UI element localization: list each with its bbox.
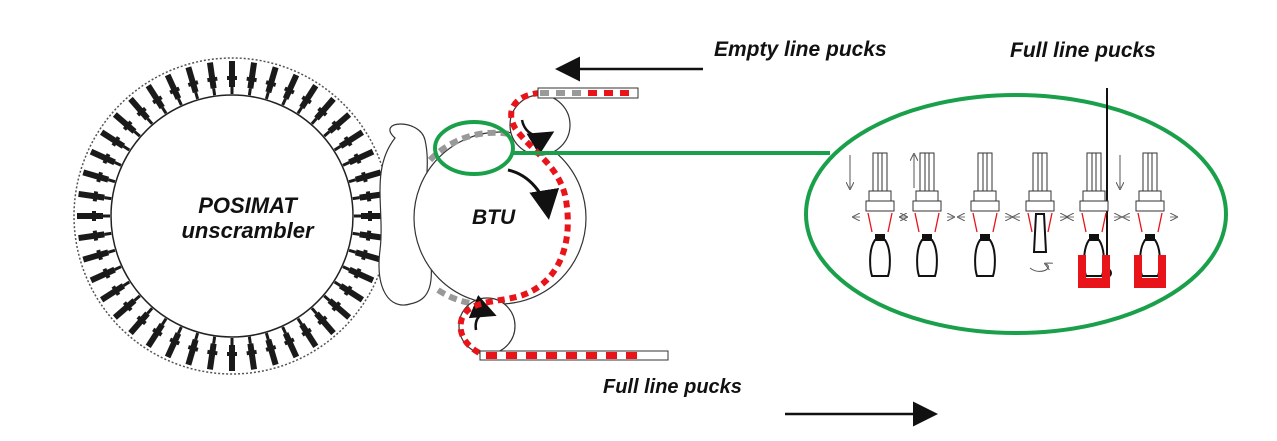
full-line-pucks-label-top: Full line pucks [1010,39,1156,62]
detail-step-3 [959,152,1011,277]
puck [486,352,497,359]
wheel-pocket [264,332,279,366]
posimat-label-line2: unscrambler [181,218,314,243]
wheel-pocket [112,112,141,138]
wheel-pocket [206,336,218,370]
puck [588,90,597,96]
wheel-pocket [333,280,365,303]
wheel-pocket [342,265,375,284]
wheel-pocket [342,148,375,167]
lower-transfer-wheel [458,294,516,355]
wheel-pocket [246,336,258,370]
red-puck-path [457,90,571,359]
wheel-pocket [164,73,183,106]
wheel-pocket [145,317,168,349]
wheel-pocket [310,307,336,336]
wheel-pocket [145,83,168,115]
puck [546,352,557,359]
upper-transfer-wheel [509,94,571,156]
full-line-conveyor [479,350,669,361]
puck [586,352,597,359]
wheel-pocket [323,112,352,138]
puck [606,352,617,359]
wheel-pocket [227,61,237,94]
detail-step-4 [1014,152,1066,272]
wheel-pocket [128,307,154,336]
full-line-pucks-label-bottom: Full line pucks [603,376,742,398]
wheel-pocket [82,169,116,184]
puck [620,90,629,96]
empty-line-conveyor [537,87,639,99]
detail-step-5 [1068,152,1120,288]
transfer-connector [378,123,433,306]
puck [604,90,613,96]
empty-line-pucks-label: Empty line pucks [714,38,887,61]
wheel-pocket [206,62,218,96]
wheel-pocket [310,96,336,125]
wheel-pocket [227,338,237,371]
wheel-pocket [78,230,112,242]
wheel-pocket [78,190,112,202]
btu-label: BTU [472,206,516,229]
wheel-pocket [164,326,183,359]
posimat-wheel [73,57,391,375]
puck [566,352,577,359]
wheel-pocket [333,129,365,152]
btu-rotation-arrow [507,168,560,220]
wheel-pocket [99,280,131,303]
wheel-pocket [296,83,319,115]
wheel-pocket [185,66,200,100]
puck [572,90,581,96]
wheel-pocket [89,265,122,284]
wheel-pocket [82,248,116,263]
wheel-pocket [99,129,131,152]
wheel-pocket [128,96,154,125]
detail-steps [850,152,1176,288]
detail-step-6 [1120,152,1176,288]
detail-step-2 [901,152,953,277]
wheel-pocket [112,294,141,320]
wheel-pocket [281,73,300,106]
puck [526,352,537,359]
wheel-pocket [77,211,110,221]
wheel-pocket [352,190,386,202]
wheel-pocket [296,317,319,349]
puck [626,352,637,359]
wheel-pocket [89,148,122,167]
wheel-pocket [281,326,300,359]
wheel-pocket [246,62,258,96]
wheel-pocket [348,248,382,263]
posimat-label-line1: POSIMAT [198,193,297,218]
puck [556,90,565,96]
puck [506,352,517,359]
puck [540,90,549,96]
wheel-pocket [348,169,382,184]
posimat-unscrambler-label: POSIMAT unscrambler [175,193,320,243]
wheel-pocket [185,332,200,366]
wheel-pocket [323,294,352,320]
wheel-pocket [264,66,279,100]
wheel-pocket [352,230,386,242]
